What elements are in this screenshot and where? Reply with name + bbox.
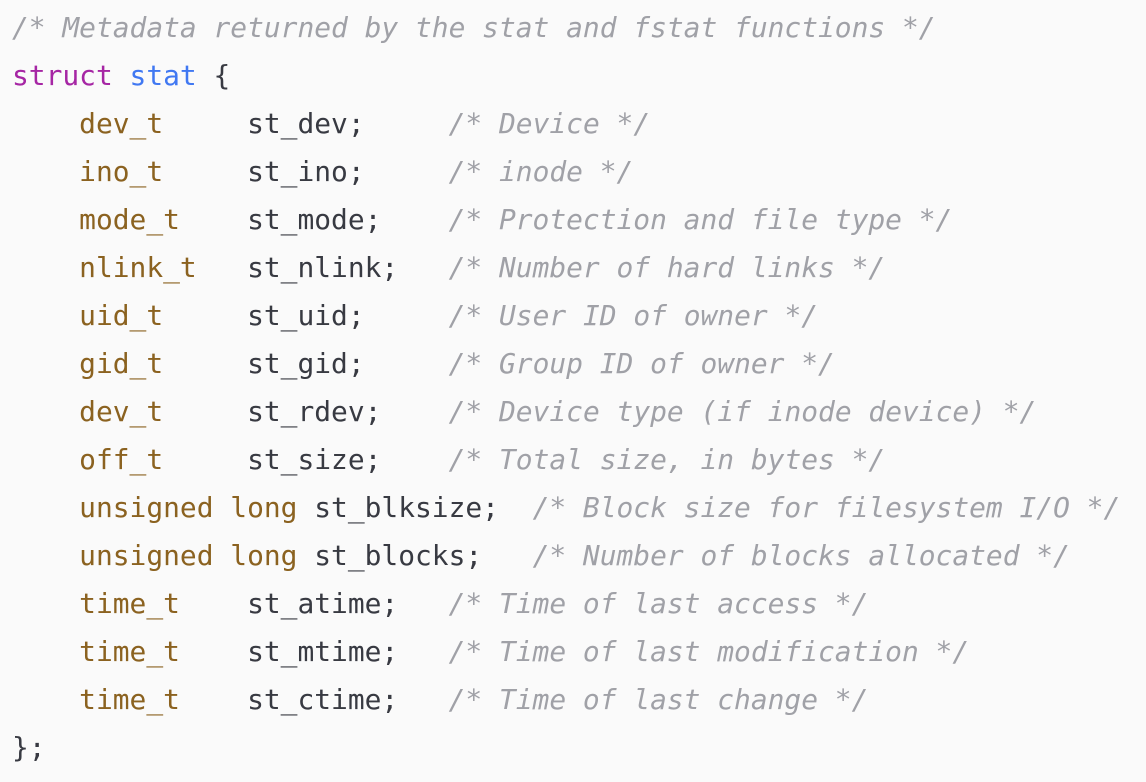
code-line: dev_t st_dev; /* Device */ xyxy=(12,100,1146,148)
code-text xyxy=(12,395,79,428)
code-text: st_size; xyxy=(163,443,449,476)
code-text: st_uid; xyxy=(163,299,449,332)
code-text xyxy=(12,443,79,476)
code-text xyxy=(12,587,79,620)
code-type: uid_t xyxy=(79,299,164,332)
code-text: { xyxy=(196,59,231,92)
code-type: time_t xyxy=(79,683,180,716)
code-text xyxy=(12,299,79,332)
code-type: dev_t xyxy=(79,107,164,140)
code-type: ino_t xyxy=(79,155,164,188)
code-text xyxy=(12,203,79,236)
code-identifier: stat xyxy=(129,59,197,92)
code-comment: /* User ID of owner */ xyxy=(448,299,819,332)
code-line: unsigned long st_blksize; /* Block size … xyxy=(12,484,1146,532)
code-text: st_mtime; xyxy=(179,635,449,668)
code-text xyxy=(12,347,79,380)
code-text xyxy=(12,635,79,668)
code-text: st_ino; xyxy=(163,155,449,188)
code-text xyxy=(12,251,79,284)
code-comment: /* Device type (if inode device) */ xyxy=(448,395,1037,428)
code-line: time_t st_mtime; /* Time of last modific… xyxy=(12,628,1146,676)
code-keyword: struct xyxy=(12,59,113,92)
code-text xyxy=(12,539,79,572)
code-text: st_rdev; xyxy=(163,395,449,428)
code-comment: /* Time of last change */ xyxy=(448,683,869,716)
code-text: }; xyxy=(12,731,46,764)
code-line: mode_t st_mode; /* Protection and file t… xyxy=(12,196,1146,244)
code-comment: /* Group ID of owner */ xyxy=(448,347,835,380)
code-type: unsigned long xyxy=(79,491,298,524)
code-line: time_t st_ctime; /* Time of last change … xyxy=(12,676,1146,724)
code-type: unsigned long xyxy=(79,539,298,572)
code-type: off_t xyxy=(79,443,164,476)
code-line: ino_t st_ino; /* inode */ xyxy=(12,148,1146,196)
code-type: time_t xyxy=(79,635,180,668)
code-text: st_blocks; xyxy=(297,539,533,572)
code-comment: /* Number of hard links */ xyxy=(448,251,886,284)
code-type: dev_t xyxy=(79,395,164,428)
code-line: struct stat { xyxy=(12,52,1146,100)
code-text: st_blksize; xyxy=(297,491,533,524)
code-text xyxy=(12,491,79,524)
code-comment: /* Total size, in bytes */ xyxy=(448,443,886,476)
code-line: time_t st_atime; /* Time of last access … xyxy=(12,580,1146,628)
code-line: gid_t st_gid; /* Group ID of owner */ xyxy=(12,340,1146,388)
code-comment: /* Block size for filesystem I/O */ xyxy=(532,491,1121,524)
code-type: mode_t xyxy=(79,203,180,236)
code-text: st_mode; xyxy=(179,203,449,236)
code-type: time_t xyxy=(79,587,180,620)
code-text: st_dev; xyxy=(163,107,449,140)
code-type: gid_t xyxy=(79,347,164,380)
code-comment: /* Time of last modification */ xyxy=(448,635,970,668)
code-text xyxy=(113,59,130,92)
code-line: }; xyxy=(12,724,1146,772)
code-comment: /* Device */ xyxy=(448,107,651,140)
code-line: /* Metadata returned by the stat and fst… xyxy=(12,4,1146,52)
code-text xyxy=(12,155,79,188)
code-text: st_gid; xyxy=(163,347,449,380)
code-text: st_ctime; xyxy=(179,683,449,716)
code-line: uid_t st_uid; /* User ID of owner */ xyxy=(12,292,1146,340)
code-text xyxy=(12,107,79,140)
code-line: nlink_t st_nlink; /* Number of hard link… xyxy=(12,244,1146,292)
code-comment: /* Metadata returned by the stat and fst… xyxy=(12,11,936,44)
code-line: off_t st_size; /* Total size, in bytes *… xyxy=(12,436,1146,484)
code-line: unsigned long st_blocks; /* Number of bl… xyxy=(12,532,1146,580)
code-comment: /* Protection and file type */ xyxy=(448,203,953,236)
code-text: st_atime; xyxy=(179,587,449,620)
code-comment: /* Time of last access */ xyxy=(448,587,869,620)
code-comment: /* Number of blocks allocated */ xyxy=(532,539,1070,572)
code-text xyxy=(12,683,79,716)
code-line: dev_t st_rdev; /* Device type (if inode … xyxy=(12,388,1146,436)
code-text: st_nlink; xyxy=(196,251,449,284)
code-comment: /* inode */ xyxy=(448,155,634,188)
code-type: nlink_t xyxy=(79,251,197,284)
